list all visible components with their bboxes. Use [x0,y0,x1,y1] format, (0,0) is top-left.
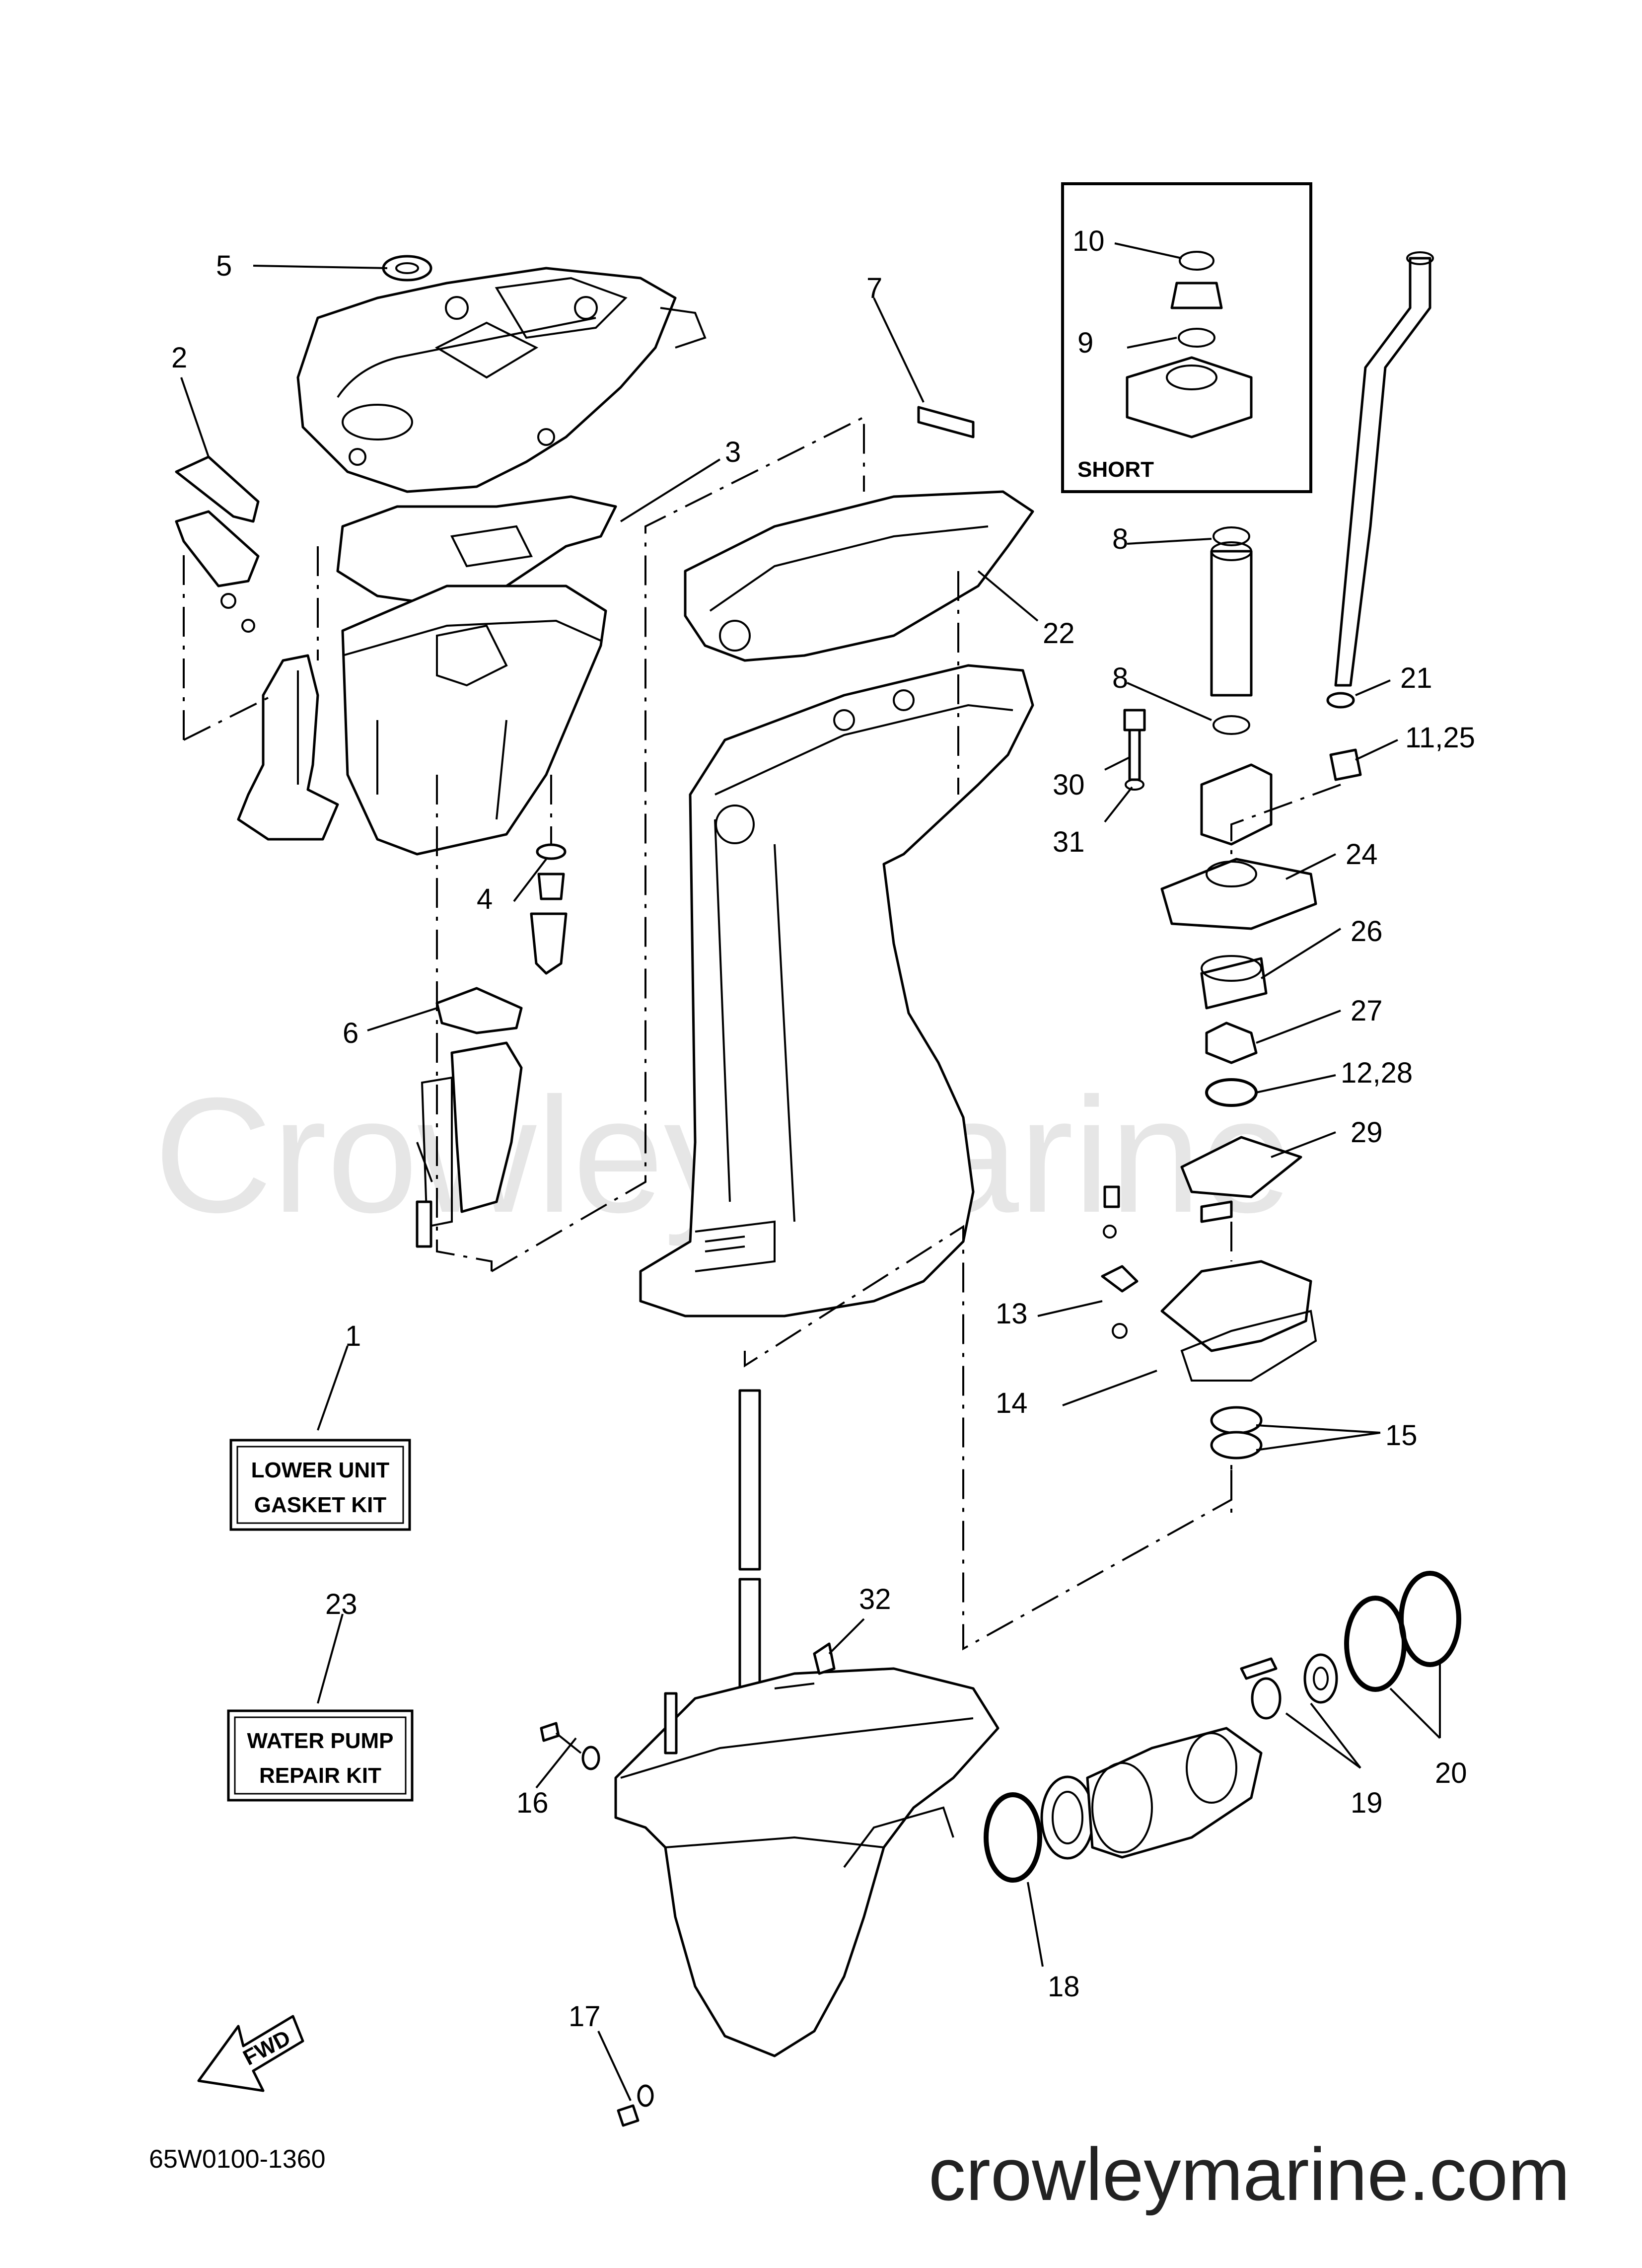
gasket-6 [435,987,523,1034]
water-pump-kit-line2: REPAIR KIT [259,1763,381,1788]
callout-1: 1 [345,1320,361,1352]
short-inset-box [1061,182,1312,493]
diagram-code: 65W0100-1360 [149,2145,326,2174]
callout-20: 20 [1435,1757,1467,1789]
gasket-22 [684,490,1034,662]
callout-10: 10 [1072,225,1105,257]
callout-16: 16 [516,1787,549,1819]
lower-unit-kit-line2: GASKET KIT [254,1493,387,1517]
callout-17: 17 [569,2000,601,2033]
callout-21: 21 [1400,662,1432,694]
callout-23: 23 [325,1588,357,1620]
drive-shaft [738,1389,761,1571]
callout-24: 24 [1346,838,1378,871]
callout-27: 27 [1351,995,1383,1027]
lower-unit [614,1667,999,2057]
callout-4: 4 [477,883,493,915]
callout-12-28: 12,28 [1341,1057,1413,1089]
callout-8b: 8 [1112,662,1128,694]
lower-unit-kit-line1: LOWER UNIT [251,1458,390,1482]
o-ring-20b [1399,1571,1461,1667]
callout-31: 31 [1053,826,1085,858]
exhaust-cover [175,510,260,587]
bearing [1040,1775,1095,1860]
o-ring-18 [984,1792,1042,1883]
oil-seal [382,255,432,282]
callout-26: 26 [1351,915,1383,948]
driveshaft-housing [639,664,1034,1317]
gasket [336,495,617,607]
short-box-label: SHORT [1077,457,1154,482]
callout-2: 2 [171,342,187,374]
leader-lines [180,242,1441,2101]
callout-29: 29 [1351,1116,1383,1149]
callout-19: 19 [1351,1787,1383,1819]
callout-9: 9 [1077,327,1093,359]
callout-22: 22 [1043,617,1075,650]
callout-5: 5 [216,250,232,282]
upper-casing [296,267,707,493]
exhaust-pipe [237,654,339,841]
lower-unit-gasket-kit-box: LOWER UNIT GASKET KIT [229,1439,411,1531]
callout-8a: 8 [1112,523,1128,555]
o-ring-20a [1344,1596,1407,1692]
callout-numbers: 1 2 3 4 5 6 7 8 8 9 10 11,25 12,28 13 14… [171,225,1475,2033]
callout-13: 13 [996,1298,1028,1330]
callout-6: 6 [343,1017,358,1049]
callout-18: 18 [1048,1971,1080,2003]
callout-14: 14 [996,1387,1028,1419]
oil-pan [341,585,607,856]
site-footer: crowleymarine.com [928,2132,1570,2216]
fwd-arrow: FWD [197,2015,304,2092]
prop-shaft-housing [1086,1727,1263,1859]
gasket-2 [175,455,260,523]
water-pump-kit-line1: WATER PUMP [247,1729,394,1753]
callout-30: 30 [1053,769,1085,801]
callout-15: 15 [1385,1419,1418,1452]
callout-3: 3 [725,436,741,468]
callout-7: 7 [866,272,882,304]
callout-11-25: 11,25 [1405,722,1475,754]
water-pump-repair-kit-box: WATER PUMP REPAIR KIT [227,1709,414,1802]
callout-32: 32 [859,1583,891,1615]
